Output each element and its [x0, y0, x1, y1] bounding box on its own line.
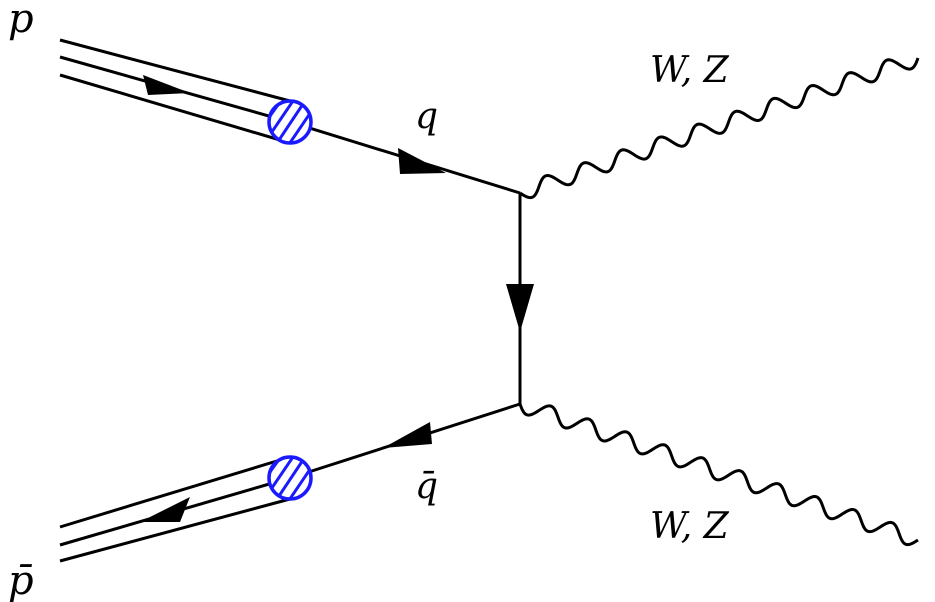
boson-label-top: W, Z	[650, 50, 730, 91]
antiproton-label: p̄	[8, 558, 34, 602]
antiquark-arrow	[383, 422, 432, 448]
antiproton-arrow	[140, 497, 190, 522]
quark-label: q	[415, 96, 438, 137]
quark-arrow	[398, 148, 446, 174]
proton-label: p	[8, 0, 34, 42]
antiquark-label: q̄	[415, 466, 438, 507]
boson-wave-bottom	[518, 403, 919, 547]
proton-arrow	[143, 75, 190, 95]
propagator-arrow	[506, 284, 534, 332]
boson-wave-top	[519, 57, 920, 200]
parton-blob-top	[267, 99, 313, 145]
boson-label-bottom: W, Z	[650, 506, 730, 547]
